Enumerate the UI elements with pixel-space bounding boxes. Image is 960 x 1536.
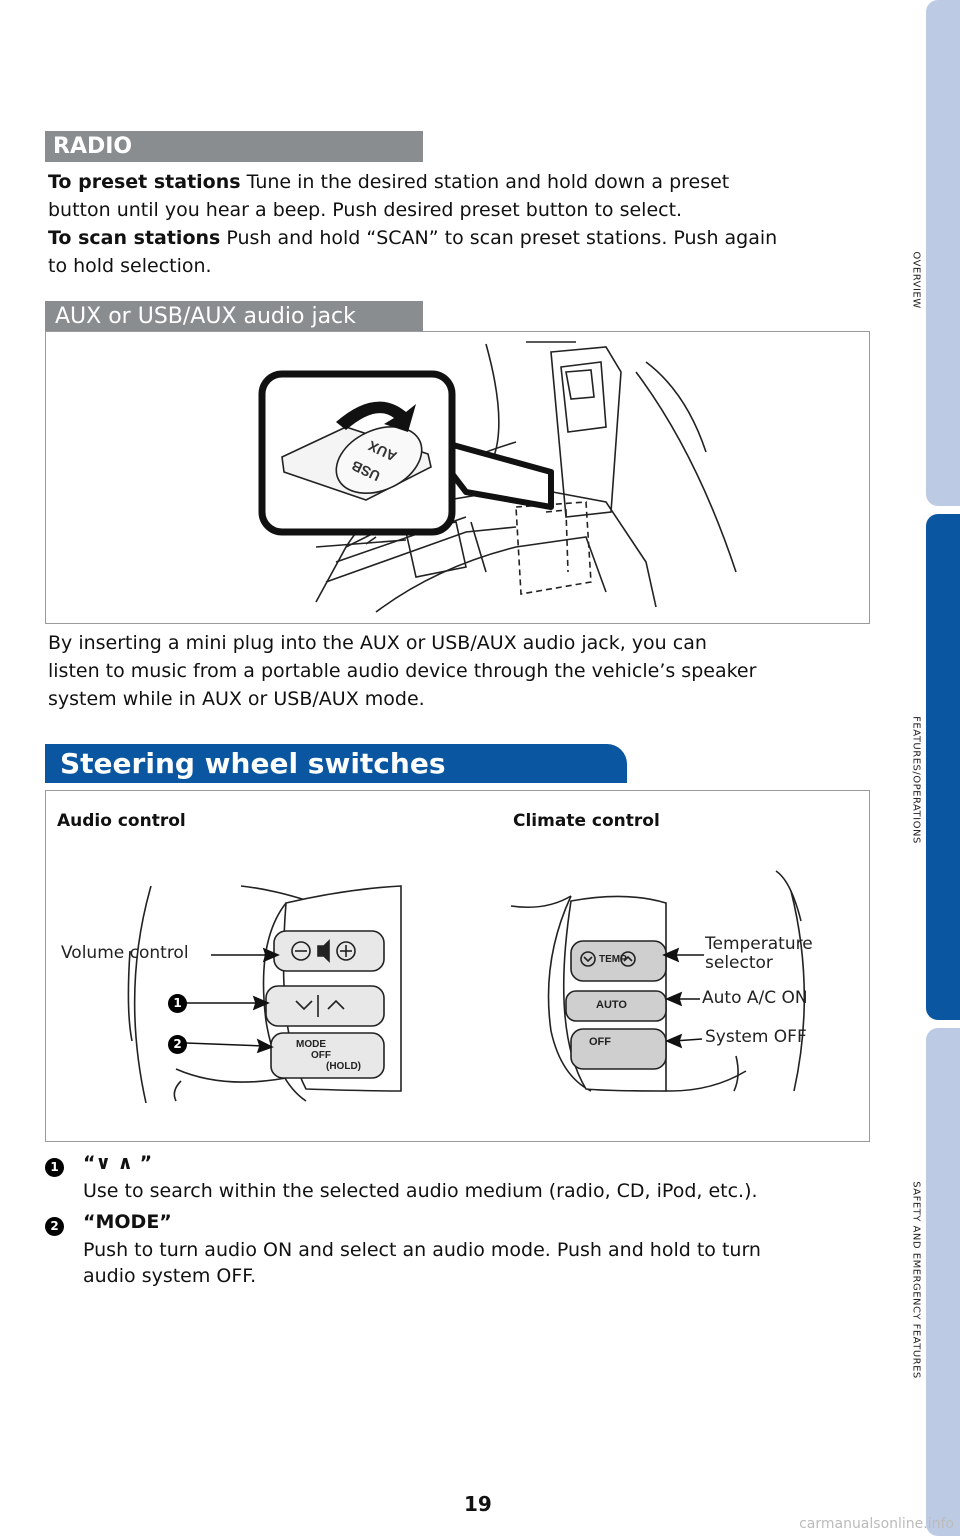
btn-hold-text: (HOLD)	[326, 1061, 361, 1072]
aux-description: By inserting a mini plug into the AUX or…	[48, 632, 757, 710]
steering-header: Steering wheel switches	[45, 744, 627, 783]
radio-text: To preset stations Tune in the desired s…	[48, 171, 778, 277]
watermark: carmanualsonline.info	[799, 1516, 954, 1532]
side-tab-overview[interactable]	[926, 0, 960, 506]
volume-control-label: Volume control	[61, 943, 189, 963]
item-1-text: Use to search within the selected audio …	[83, 1180, 758, 1202]
item-2-text: Push to turn audio ON and select an audi…	[83, 1239, 761, 1287]
steering-switch-illustration: MODE OFF (HOLD) TEMP AUTO OFF	[127, 870, 806, 1104]
item-1-number-icon: 1	[45, 1158, 64, 1177]
btn-sysoff-text: OFF	[589, 1036, 611, 1048]
btn-temp-text: TEMP	[599, 954, 627, 965]
radio-header: RADIO	[45, 131, 423, 162]
climate-control-title: Climate control	[513, 811, 660, 831]
item-2-number-icon: 2	[45, 1217, 64, 1236]
aux-header: AUX or USB/AUX audio jack	[45, 301, 423, 332]
btn-auto-text: AUTO	[596, 999, 627, 1011]
side-label-features: FEATURES/OPERATIONS	[910, 716, 922, 844]
steering-illustration-box: Audio control Climate control	[45, 790, 870, 1142]
temperature-selector-label: Temperature selector	[705, 934, 813, 973]
aux-illustration-box: USB AUX	[45, 331, 870, 624]
system-off-label: System OFF	[705, 1027, 807, 1047]
item-2-title: “MODE”	[83, 1211, 172, 1233]
item-1-title: “∨ ∧ ”	[83, 1152, 153, 1174]
audio-control-title: Audio control	[57, 811, 186, 831]
page-number: 19	[464, 1492, 492, 1516]
callout-2-icon: 2	[168, 1035, 187, 1054]
side-tab-safety[interactable]	[926, 1028, 960, 1536]
side-label-safety: SAFETY AND EMERGENCY FEATURES	[910, 1181, 922, 1379]
auto-ac-on-label: Auto A/C ON	[702, 988, 808, 1008]
console-illustration: USB AUX	[258, 341, 737, 613]
callout-1-icon: 1	[168, 994, 187, 1013]
btn-mode-text: MODE	[296, 1039, 326, 1050]
btn-off-text: OFF	[311, 1050, 331, 1061]
side-label-overview: OVERVIEW	[910, 251, 922, 309]
side-tab-features[interactable]	[926, 514, 960, 1020]
